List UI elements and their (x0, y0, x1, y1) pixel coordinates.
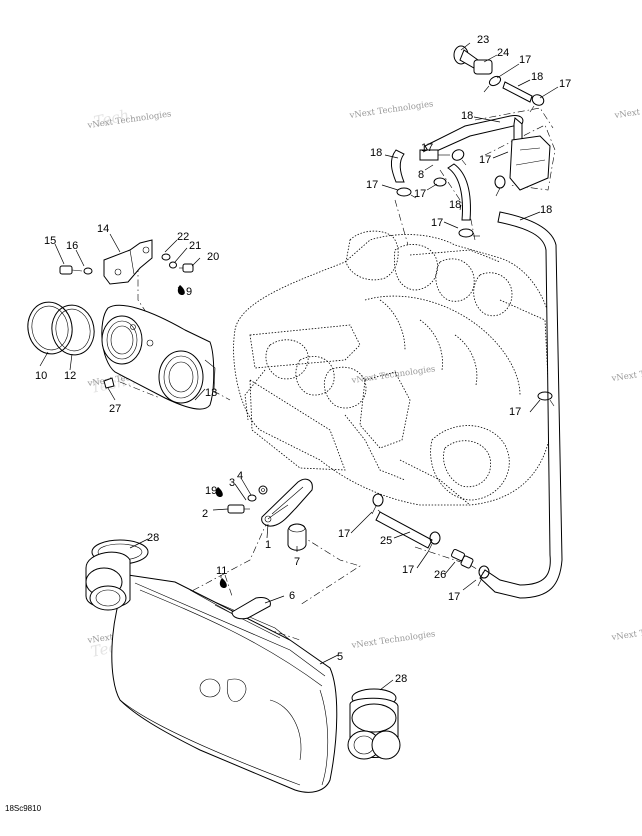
callout-23: 23 (477, 34, 489, 46)
throttle-body-adaptor (101, 304, 216, 410)
watermark: vNext Technologies (610, 621, 642, 643)
leader-lines (39, 42, 559, 691)
check-valve (451, 548, 474, 569)
callout-14: 14 (97, 223, 109, 235)
engine-block (233, 230, 553, 506)
hose-clamps (371, 75, 555, 587)
intake-bellows-lower (347, 688, 401, 760)
cover-plate (219, 578, 271, 620)
callout-19: 19 (205, 485, 217, 497)
callout-15: 15 (44, 235, 56, 247)
sealing-rings (27, 301, 95, 356)
callout-21: 21 (189, 240, 201, 252)
callout-27: 27 (109, 403, 121, 415)
callout-5: 5 (337, 651, 343, 663)
callout-17: 17 (338, 528, 350, 540)
callout-8: 8 (418, 169, 424, 181)
callout-20: 20 (207, 251, 219, 263)
callout-17: 17 (366, 179, 378, 191)
watermark: vNext Technologies (613, 99, 642, 121)
callout-18: 18 (540, 204, 552, 216)
callout-22: 22 (177, 231, 189, 243)
watermark: vNext Technologies (348, 99, 434, 121)
callout-18: 18 (370, 147, 382, 159)
diagram-code: 18Sc9810 (5, 804, 42, 813)
callout-13: 13 (205, 387, 217, 399)
intake-bellows-upper (85, 539, 149, 611)
clip (103, 377, 115, 389)
callout-labels: 1 2 3 4 5 6 7 8 9 10 11 12 13 14 15 16 1… (35, 34, 571, 685)
callout-17: 17 (519, 54, 531, 66)
short-hose (375, 511, 433, 549)
callout-17: 17 (402, 564, 414, 576)
callout-2: 2 (202, 508, 208, 520)
watermark: vNext Technologies (610, 362, 642, 384)
callout-18: 18 (449, 199, 461, 211)
callout-26: 26 (434, 569, 446, 581)
callout-17: 17 (479, 154, 491, 166)
callout-17: 17 (414, 188, 426, 200)
callout-17: 17 (448, 591, 460, 603)
callout-1: 1 (265, 539, 271, 551)
callout-17: 17 (509, 406, 521, 418)
callout-11: 11 (216, 565, 227, 577)
callout-17: 17 (559, 78, 571, 90)
callout-12: 12 (64, 370, 76, 382)
callout-9: 9 (186, 286, 192, 298)
callout-4: 4 (237, 470, 243, 482)
callout-18: 18 (531, 71, 543, 83)
bracket-assembly (59, 239, 194, 295)
callout-7: 7 (294, 556, 300, 568)
callout-24: 24 (497, 47, 509, 59)
callout-28: 28 (395, 673, 407, 685)
watermark: vNext Technologies (350, 629, 436, 651)
callout-3: 3 (229, 477, 235, 489)
callout-25: 25 (380, 535, 392, 547)
callout-28: 28 (147, 532, 159, 544)
callout-17: 17 (421, 142, 433, 154)
callout-17: 17 (431, 217, 443, 229)
vent-hose (479, 211, 563, 599)
top-hose-assembly (390, 45, 551, 221)
callout-18: 18 (461, 110, 473, 122)
callout-6: 6 (289, 590, 295, 602)
watermark: vNext Technologies (350, 364, 436, 386)
callout-16: 16 (66, 240, 78, 252)
callout-10: 10 (35, 370, 47, 382)
sensor-bracket (215, 478, 313, 551)
air-silencer (111, 574, 338, 793)
